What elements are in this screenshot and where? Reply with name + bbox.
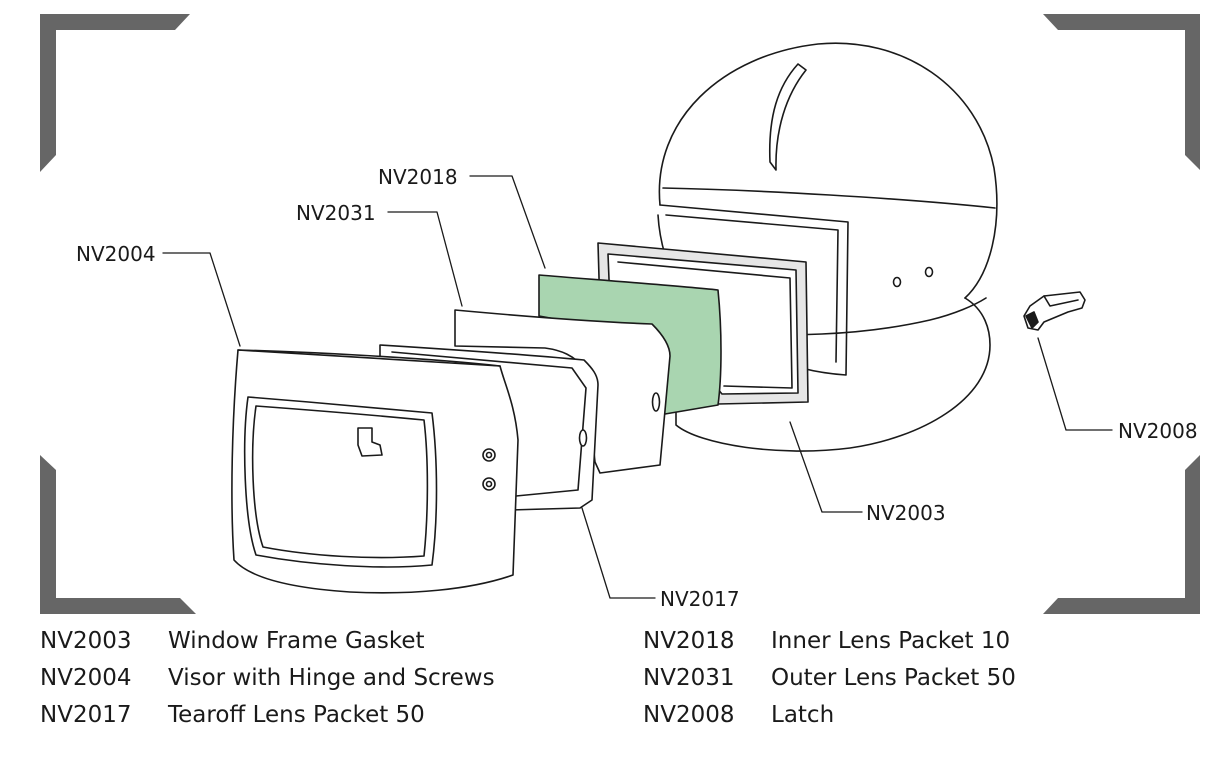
legend-row: NV2008 Latch [643, 696, 1016, 733]
callout-nv2031: NV2031 [296, 201, 376, 225]
leader-lines [162, 175, 1113, 599]
legend-row: NV2031 Outer Lens Packet 50 [643, 659, 1016, 696]
part-code: NV2031 [643, 664, 735, 691]
callout-nv2017: NV2017 [660, 587, 740, 611]
outer-lens [454, 309, 671, 474]
part-code: NV2008 [643, 701, 735, 728]
legend-row: NV2004 Visor with Hinge and Screws [40, 659, 495, 696]
bracket-top-left [40, 14, 190, 172]
legend-row: NV2003 Window Frame Gasket [40, 622, 495, 659]
part-description: Tearoff Lens Packet 50 [168, 701, 425, 728]
bracket-bottom-right [1043, 455, 1200, 614]
callout-nv2004: NV2004 [76, 242, 156, 266]
part-code: NV2018 [643, 627, 735, 654]
legend-column-left: NV2003 Window Frame Gasket NV2004 Visor … [40, 622, 495, 733]
parts-legend: NV2003 Window Frame Gasket NV2004 Visor … [40, 622, 1180, 742]
part-description: Outer Lens Packet 50 [771, 664, 1016, 691]
part-description: Visor with Hinge and Screws [168, 664, 495, 691]
corner-brackets [40, 14, 1200, 614]
bracket-top-right [1043, 14, 1200, 170]
part-code: NV2017 [40, 701, 132, 728]
callout-nv2018: NV2018 [378, 165, 458, 189]
part-description: Inner Lens Packet 10 [771, 627, 1011, 654]
latch [1023, 291, 1086, 331]
bracket-bottom-left [40, 455, 196, 614]
legend-row: NV2017 Tearoff Lens Packet 50 [40, 696, 495, 733]
part-code: NV2003 [40, 627, 132, 654]
callout-nv2003: NV2003 [866, 501, 946, 525]
callout-nv2008: NV2008 [1118, 419, 1198, 443]
part-description: Latch [771, 701, 835, 728]
part-description: Window Frame Gasket [168, 627, 425, 654]
part-code: NV2004 [40, 664, 132, 691]
legend-row: NV2018 Inner Lens Packet 10 [643, 622, 1016, 659]
legend-column-right: NV2018 Inner Lens Packet 10 NV2031 Outer… [643, 622, 1016, 733]
visor [231, 349, 519, 594]
